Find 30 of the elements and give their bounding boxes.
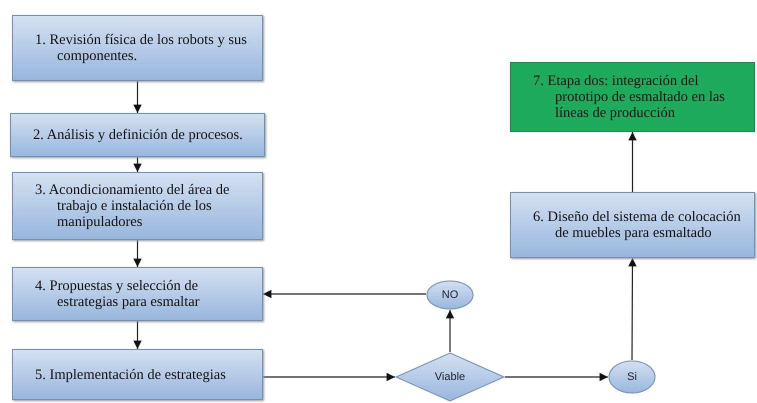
arrow — [133, 240, 142, 267]
node-label: Si — [627, 371, 637, 383]
node-label: 1. Revisión física de los robots y sus componentes. — [34, 32, 248, 64]
process-box — [510, 62, 755, 132]
arrow — [133, 157, 142, 172]
arrow — [263, 290, 426, 298]
node-label: 4. Propuestas y selección de estrategias para esmaltar — [34, 278, 201, 310]
node-label: 6. Diseño del sistema de colocación de muebles para esmaltado — [532, 209, 742, 241]
node-label: 5. Implementación de estrategias — [34, 366, 227, 382]
arrow — [628, 258, 637, 360]
decision-diamond — [395, 352, 505, 402]
terminal-ellipse — [426, 280, 474, 310]
arrow — [628, 132, 637, 192]
node-label: NO — [442, 289, 458, 301]
process-box — [12, 172, 263, 240]
arrow — [263, 372, 395, 382]
node-label: 3. Acondicionamiento del área de trabajo e instalación de los manipuladores — [34, 182, 230, 230]
process-box — [12, 15, 263, 81]
terminal-ellipse — [608, 360, 656, 394]
node-label: 2. Análisis y definición de procesos. — [32, 127, 244, 143]
arrow — [505, 372, 608, 382]
arrow — [446, 310, 454, 352]
arrow — [133, 81, 142, 113]
process-box — [12, 267, 263, 321]
node-label: 7. Etapa dos: integración del prototipo de esmaltado en las líneas de producción — [532, 73, 726, 121]
node-label: Viable — [434, 371, 466, 383]
process-box — [10, 113, 265, 157]
process-box — [12, 349, 263, 400]
process-box — [510, 192, 755, 258]
arrow — [133, 321, 142, 349]
